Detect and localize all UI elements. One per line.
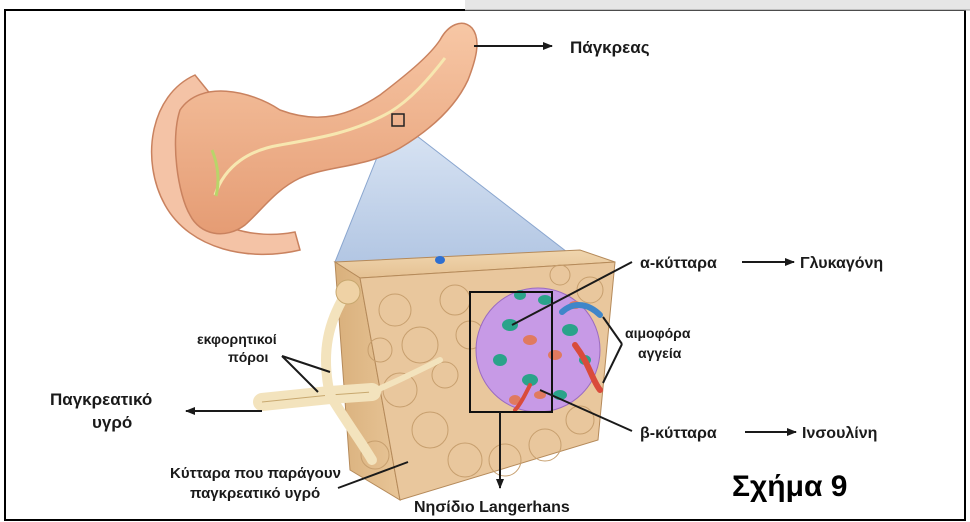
label-cells-2: παγκρεατικό υγρό (190, 485, 320, 502)
label-alpha-cells: α-κύτταρα (640, 255, 717, 272)
label-beta-cells: β-κύτταρα (640, 425, 717, 442)
acinus-cluster (336, 280, 360, 304)
label-blood-vessels-1: αιμοφόρα (625, 325, 691, 341)
figure-title: Σχήμα 9 (732, 470, 847, 503)
label-ducts-1: εκφορητικοί (197, 331, 277, 347)
label-glucagon: Γλυκαγόνη (800, 255, 883, 272)
label-ducts-2: πόροι (228, 349, 268, 365)
label-pancreas: Πάγκρεας (570, 38, 650, 57)
label-islet: Νησίδιο Langerhans (414, 499, 570, 516)
top-strip (465, 0, 970, 10)
label-cells-1: Κύτταρα που παράγουν (170, 465, 341, 482)
label-juice-1: Παγκρεατικό (50, 390, 152, 409)
label-blood-vessels-2: αγγεία (638, 345, 682, 361)
blue-dot (435, 256, 445, 264)
label-juice-2: υγρό (92, 413, 132, 432)
label-insulin: Ινσουλίνη (802, 425, 877, 442)
